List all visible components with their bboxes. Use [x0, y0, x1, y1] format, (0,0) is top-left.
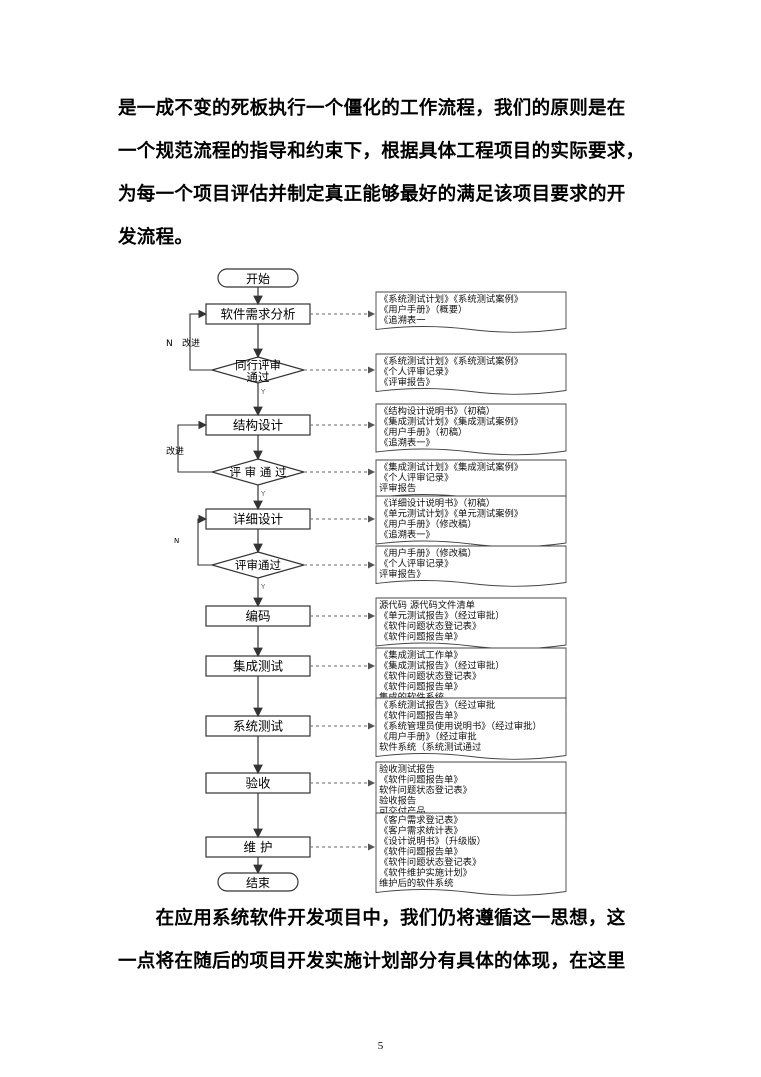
document-text: 《软件问题状态登记表》 — [379, 670, 481, 682]
document-text: 《集成测试工作单》 — [379, 649, 463, 661]
process-label: 系统测试 — [233, 719, 284, 734]
document-text: 《集成测试计划》《集成测试案例》 — [379, 461, 523, 473]
software-process-flowchart: 开始软件需求分析《系统测试计划》《系统测试案例》《用户手册》（概要）《追溯表一同… — [166, 268, 567, 896]
document-text: 《软件维护实施计划》 — [379, 867, 472, 879]
document-text: 《集成测试计划》《集成测试案例》 — [379, 416, 523, 428]
document-text: 《用户手册》（经过审批 — [379, 731, 477, 743]
feedback-loop — [177, 420, 212, 473]
document-text: 《集成测试报告》（经过审批） — [379, 660, 505, 672]
document-text: 《个人评审记录》 — [379, 366, 453, 378]
document-shape — [375, 353, 567, 395]
paragraph-line: 一点将在随后的项目开发实施计划部分有具体的体现，在这里 — [118, 951, 626, 972]
decision-label: 评 审 通 过 — [230, 465, 287, 479]
document-text: 《系统测试计划》《系统测试案例》 — [379, 293, 523, 305]
yes-label: Y — [260, 583, 266, 591]
document-text: 维护后的软件系统 — [379, 877, 453, 889]
document-text: 《软件问题报告单》 — [379, 631, 463, 643]
document-shape — [375, 495, 567, 548]
document-text: 《个人评审记录》 — [379, 472, 453, 484]
end-label: 结束 — [246, 876, 270, 890]
paragraph-line: 是一成不变的死板执行一个僵化的工作流程，我们的原则是在 — [118, 98, 626, 119]
document-shape — [375, 597, 567, 650]
document-text: 软件系统（系统测试通过 — [379, 741, 481, 753]
document-text: 《单元测试计划》《单元测试案例》 — [379, 508, 523, 520]
no-label: N — [166, 339, 173, 349]
process-label: 结构设计 — [233, 418, 283, 433]
process-label: 详细设计 — [233, 512, 283, 527]
document-text: 《客户需求统计表》 — [379, 825, 463, 837]
document-text: 《客户需求登记表》 — [379, 814, 463, 826]
document-shape — [375, 545, 567, 587]
document-text: 《详细设计说明书》（初稿） — [379, 497, 495, 509]
process-label: 维 护 — [244, 840, 273, 855]
bottom-paragraph: 在应用系统软件开发项目中，我们仍将遵循这一思想，这 一点将在随后的项目开发实施计… — [118, 897, 638, 983]
paragraph-line: 在应用系统软件开发项目中，我们仍将遵循这一思想，这 — [118, 908, 626, 929]
yes-label: Y — [260, 490, 266, 498]
document-text: 《结构设计说明书》（初稿） — [379, 405, 495, 417]
end-terminal — [217, 872, 299, 892]
document-text: 《用户手册》（初稿） — [379, 426, 467, 438]
document-shape — [375, 812, 567, 896]
page-number: 5 — [377, 1040, 384, 1052]
document-shape — [375, 403, 567, 456]
document-text: 《用户手册》（修改稿） — [379, 518, 477, 530]
document-text: 《设计说明书》（升级版） — [379, 835, 486, 847]
document-text: 《系统测试计划》《系统测试案例》 — [379, 355, 523, 367]
document-text: 《软件问题报告单》 — [379, 846, 463, 858]
improve-label: 改进 — [182, 337, 200, 349]
start-label: 开始 — [246, 272, 270, 286]
document-shape — [375, 291, 567, 333]
document-text: 《软件问题报告单》 — [379, 774, 463, 786]
process-label: 软件需求分析 — [220, 307, 295, 322]
decision-label: 同行评审 — [235, 358, 281, 372]
document-text: 《系统测试报告》（经过审批 — [379, 699, 495, 711]
document-text: 《软件问题状态登记表》 — [379, 856, 481, 868]
paragraph-line: 为每一个项目评估并制定真正能够最好的满足该项目要求的开 — [118, 184, 626, 205]
document-text: 《个人评审记录》 — [379, 558, 453, 570]
document-text: 《追溯表一》 — [379, 529, 435, 541]
document-text: 《单元测试报告》（经过审批） — [379, 610, 505, 622]
top-paragraph: 是一成不变的死板执行一个僵化的工作流程，我们的原则是在 一个规范流程的指导和约束… — [118, 87, 645, 259]
document-text: 验收测试报告 — [379, 763, 435, 775]
document-text: 源代码 源代码文件清单 — [379, 599, 475, 611]
no-label: N — [174, 537, 179, 545]
document-text: 验收报告 — [379, 795, 416, 807]
process-label: 编码 — [245, 609, 270, 624]
improve-label: 改进 — [166, 445, 184, 457]
paragraph-line: 发流程。 — [118, 227, 194, 248]
document-text: 《评审报告》 — [379, 376, 435, 388]
document-text: 《软件问题状态登记表》 — [379, 620, 481, 632]
paragraph-line: 一个规范流程的指导和约束下，根据具体工程项目的实际要求， — [118, 141, 645, 162]
document-text: 《追溯表一 — [379, 314, 426, 326]
document-text: 《软件问题报告单》 — [379, 681, 463, 693]
decision-label: 评审通过 — [235, 558, 281, 572]
document-text: 评审报告》 — [379, 568, 426, 580]
document-shape — [375, 697, 567, 760]
document-text: 评审报告 — [379, 482, 416, 494]
document-text: 《系统管理员使用说明书》（经过审批） — [379, 720, 542, 732]
document-text: 《软件问题报告单》 — [379, 710, 463, 722]
yes-label: Y — [260, 388, 266, 396]
process-label: 集成测试 — [233, 659, 284, 674]
document-text: 软件问题状态登记表》 — [379, 784, 472, 796]
document-text: 《追溯表一》 — [379, 437, 435, 449]
document-text: 《用户手册》（修改稿） — [379, 547, 477, 559]
document-text: 《用户手册》（概要） — [379, 304, 467, 316]
decision-label: 通过 — [247, 370, 270, 384]
feedback-loop — [197, 514, 212, 566]
process-label: 验收 — [245, 776, 271, 791]
feedback-loop — [189, 309, 212, 371]
